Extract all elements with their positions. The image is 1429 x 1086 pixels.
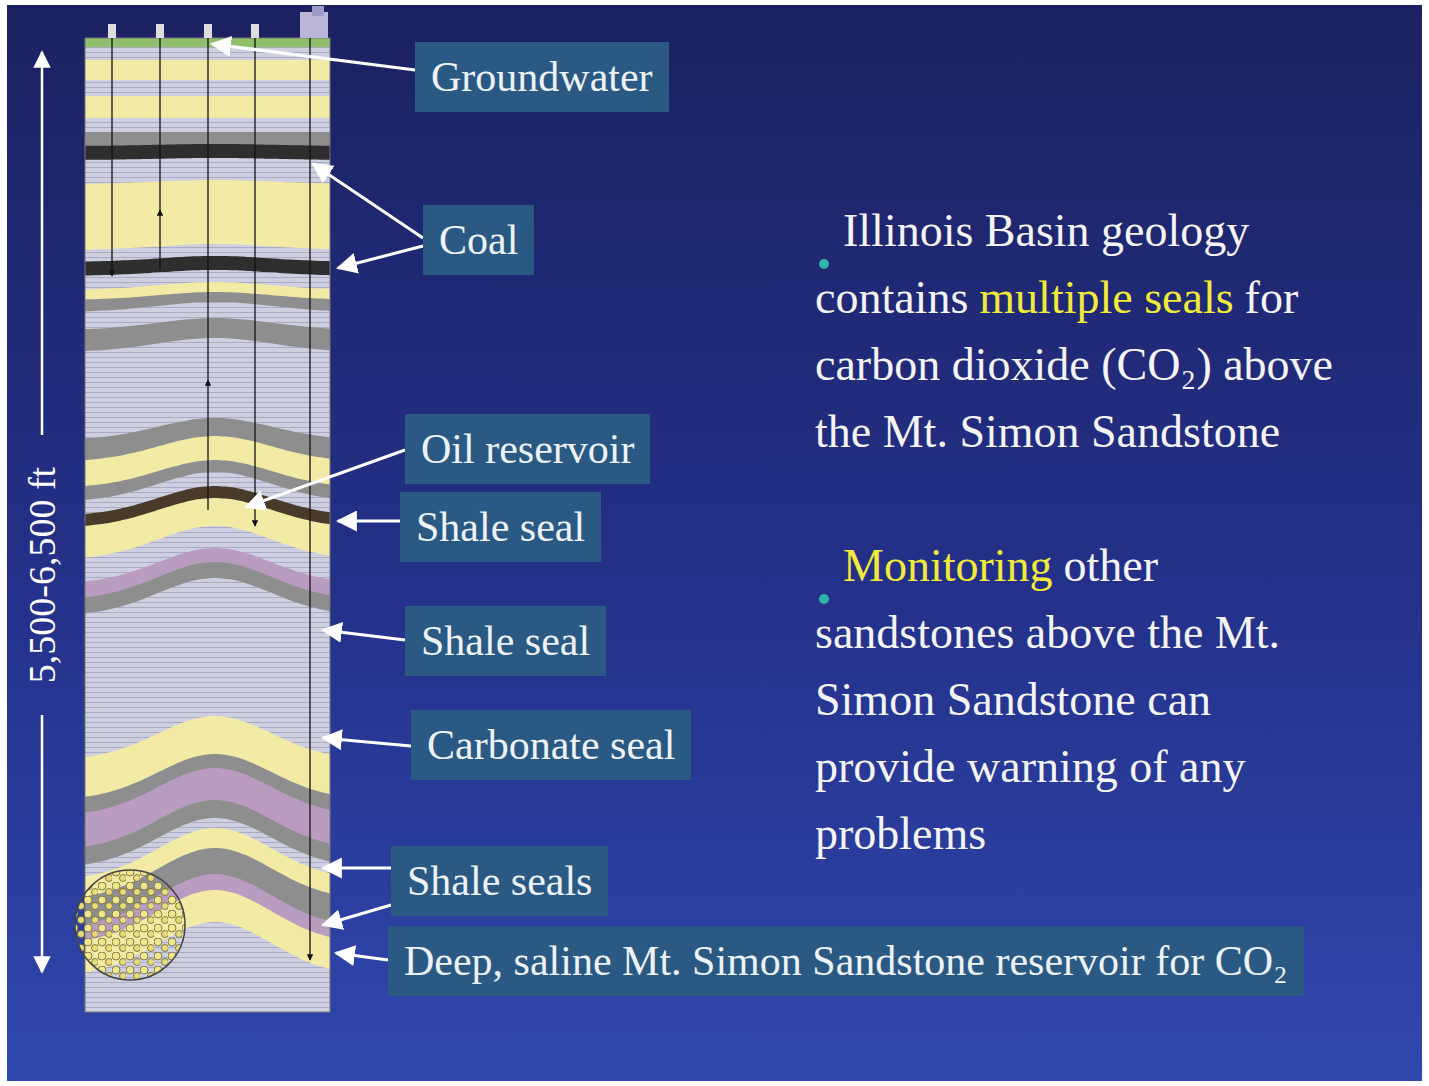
callout-text: Coal [439, 205, 518, 275]
depth-label: 5,500-6,500 ft [20, 467, 64, 683]
callout-text: Shale seals [407, 846, 592, 916]
highlight-text: multiple seals [979, 272, 1233, 323]
callout-box: Shale seals [391, 846, 608, 916]
callout-box: Oil reservoir [405, 414, 650, 484]
bullet [815, 560, 843, 580]
rock-layers [85, 38, 330, 1012]
callout-box: Shale seal [405, 606, 606, 676]
callout-box: Groundwater [415, 42, 669, 112]
leader-lines [212, 44, 423, 960]
bullet-paragraph: Illinois Basin geology containsmultiple … [815, 197, 1355, 465]
callout-text: Carbonate seal [427, 710, 675, 780]
callout-text: Oil reservoir [421, 414, 634, 484]
wells [112, 38, 310, 960]
bullet [815, 225, 843, 245]
callout-box: Coal [423, 205, 534, 275]
callout-text: Groundwater [431, 42, 653, 112]
pore-space-inset [75, 870, 185, 980]
callout-box: Deep, saline Mt. Simon Sandstone reservo… [388, 926, 1304, 996]
surface-facilities [108, 6, 328, 38]
highlight-text: Monitoring [843, 540, 1053, 591]
column-frame [85, 38, 330, 1012]
bullet-paragraph: Monitoringother sandstones above the Mt.… [815, 532, 1355, 867]
callout-text: Shale seal [416, 492, 585, 562]
callout-text: Shale seal [421, 606, 590, 676]
callout-text: Deep, saline Mt. Simon Sandstone reservo… [404, 926, 1288, 996]
callout-box: Shale seal [400, 492, 601, 562]
callout-box: Carbonate seal [411, 710, 691, 780]
